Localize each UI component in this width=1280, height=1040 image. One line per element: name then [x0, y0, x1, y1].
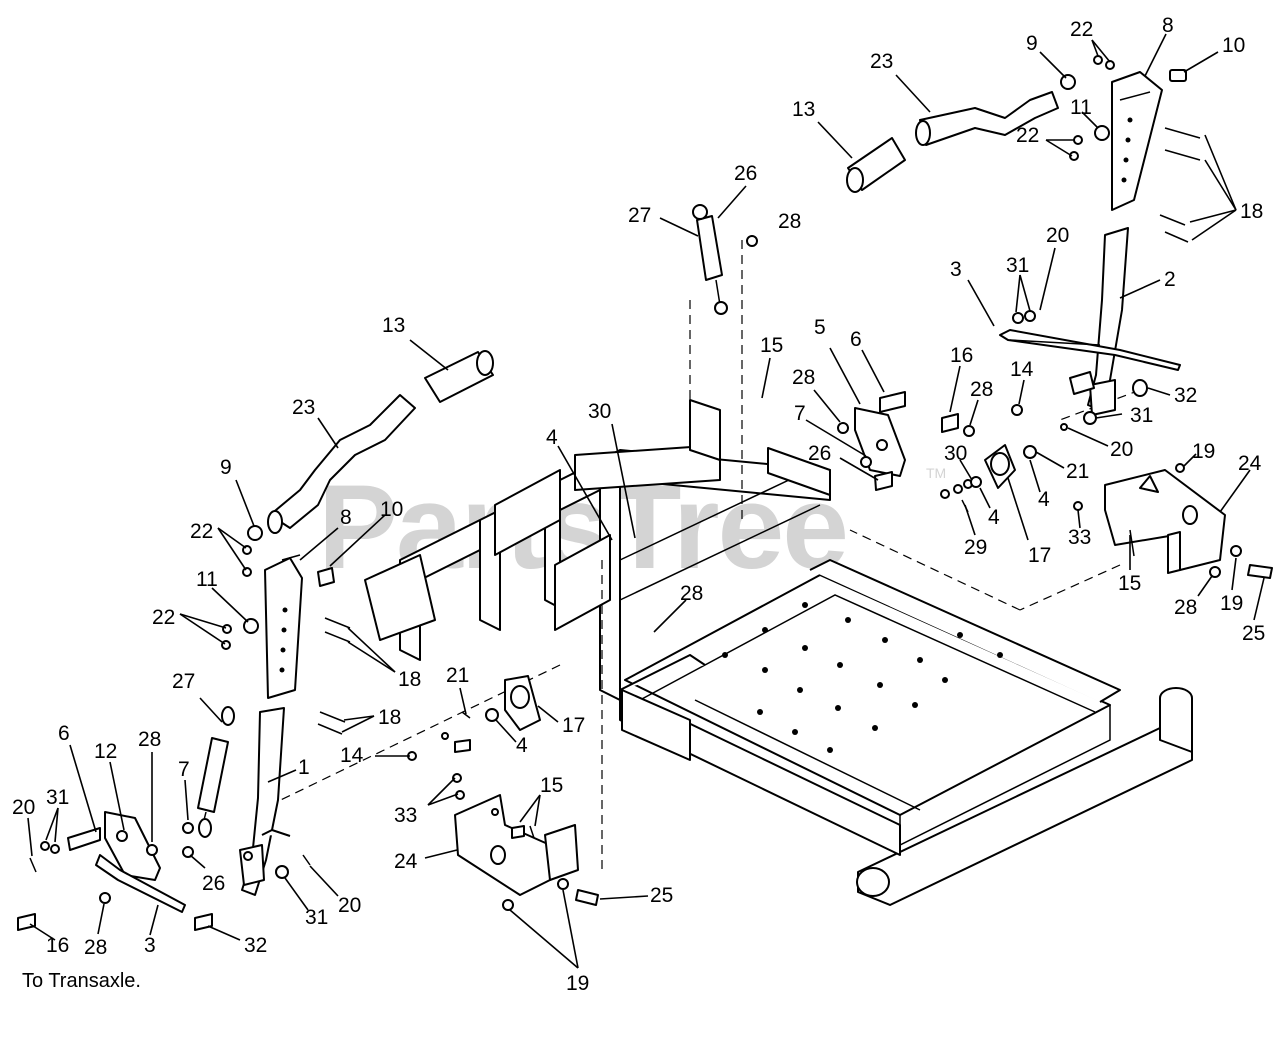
- callout-label: 27: [628, 204, 651, 227]
- callout-label: 7: [178, 758, 190, 781]
- callout-label: 15: [760, 334, 783, 357]
- callout-label: 5: [814, 316, 826, 339]
- callout-label: 6: [58, 722, 70, 745]
- callout-label: 7: [794, 402, 806, 425]
- callout-label: 33: [1068, 526, 1091, 549]
- callout-label: 29: [964, 536, 987, 559]
- transaxle-note: To Transaxle.: [22, 970, 141, 992]
- callout-label: 19: [566, 972, 589, 995]
- left-hub-assembly: [407, 675, 541, 761]
- callout-label: 3: [144, 934, 156, 957]
- right-hub-assembly: [940, 423, 1068, 513]
- callout-label: 24: [1238, 452, 1262, 475]
- callout-label: 16: [950, 344, 973, 367]
- callout-label: 32: [1174, 384, 1197, 407]
- callout-label: 15: [1118, 572, 1141, 595]
- callout-label: 25: [650, 884, 673, 907]
- right-mounting-bracket: [1073, 463, 1273, 579]
- callout-label: 26: [202, 872, 225, 895]
- callout-label: 27: [172, 670, 195, 693]
- callout-label: 18: [378, 706, 401, 729]
- callout-label: 22: [190, 520, 213, 543]
- callout-label: 21: [1066, 460, 1089, 483]
- callout-label: 30: [944, 442, 967, 465]
- gas-spring-left: [197, 706, 235, 838]
- callout-label: 26: [808, 442, 831, 465]
- callout-label: 23: [870, 50, 893, 73]
- callout-label: 31: [1130, 404, 1153, 427]
- callout-label: 20: [1046, 224, 1069, 247]
- callout-label: 20: [1110, 438, 1133, 461]
- callout-label: 18: [398, 668, 421, 691]
- left-control-lever: [239, 707, 291, 896]
- callout-label: 28: [138, 728, 161, 751]
- callout-label: 19: [1220, 592, 1243, 615]
- callout-label: 23: [292, 396, 315, 419]
- callout-label: 13: [382, 314, 405, 337]
- callout-label: 28: [680, 582, 703, 605]
- callout-label: 8: [1162, 14, 1174, 37]
- callout-label: 28: [970, 378, 993, 401]
- callout-label: 26: [734, 162, 757, 185]
- callout-label: 28: [792, 366, 815, 389]
- callout-label: 22: [1070, 18, 1093, 41]
- callout-label: 2: [1164, 268, 1176, 291]
- callout-label: 4: [988, 506, 1000, 529]
- callout-label: 10: [380, 498, 403, 521]
- deck-holes: [722, 602, 1003, 753]
- callout-label: 18: [1240, 200, 1263, 223]
- callout-label: 20: [338, 894, 361, 917]
- gas-spring-right: [692, 204, 758, 315]
- callout-label: 28: [84, 936, 107, 959]
- callout-label: 8: [340, 506, 352, 529]
- callout-label: 24: [394, 850, 418, 873]
- callout-label: 10: [1222, 34, 1245, 57]
- watermark-trademark: TM: [926, 465, 946, 481]
- callout-label: 6: [850, 328, 862, 351]
- callout-label: 31: [305, 906, 328, 929]
- leader-lines: [27, 33, 1265, 969]
- callout-label: 19: [1192, 440, 1215, 463]
- callout-label: 14: [340, 744, 364, 767]
- callout-label: 11: [1070, 96, 1092, 119]
- left-lap-bar-assembly: [221, 350, 494, 735]
- callout-label: 31: [46, 786, 69, 809]
- callout-label: 33: [394, 804, 417, 827]
- right-lap-bar-assembly: [846, 55, 1201, 243]
- callout-label: 20: [12, 796, 35, 819]
- callout-label: 9: [1026, 32, 1038, 55]
- callout-label: 12: [94, 740, 117, 763]
- callout-label: 11: [196, 568, 218, 591]
- callout-label: 4: [1038, 488, 1050, 511]
- callout-label: 28: [778, 210, 801, 233]
- left-mounting-bracket: [452, 773, 599, 911]
- callout-label: 13: [792, 98, 815, 121]
- callout-label: 30: [588, 400, 611, 423]
- callout-label: 21: [446, 664, 469, 687]
- callout-label: 4: [516, 734, 528, 757]
- callout-label: 1: [298, 756, 310, 779]
- callout-label: 14: [1010, 358, 1034, 381]
- callout-label: 16: [46, 934, 69, 957]
- main-frame: [259, 240, 1193, 906]
- callout-label: 32: [244, 934, 267, 957]
- right-pivot-bracket: [837, 391, 1023, 491]
- callout-label: 4: [546, 426, 558, 449]
- callout-label: 25: [1242, 622, 1265, 645]
- callout-label: 22: [1016, 124, 1039, 147]
- callout-label: 31: [1006, 254, 1029, 277]
- callout-label: 9: [220, 456, 232, 479]
- callout-label: 22: [152, 606, 175, 629]
- callout-label: 17: [1028, 544, 1051, 567]
- callout-label: 15: [540, 774, 563, 797]
- callout-label: 28: [1174, 596, 1197, 619]
- left-pivot-bracket: [17, 811, 311, 931]
- callout-label: 3: [950, 258, 962, 281]
- callout-label: 17: [562, 714, 585, 737]
- callout-labels: 9 22 8 10 23 13 11 22 18 26 27 28 20 3 3…: [12, 14, 1265, 995]
